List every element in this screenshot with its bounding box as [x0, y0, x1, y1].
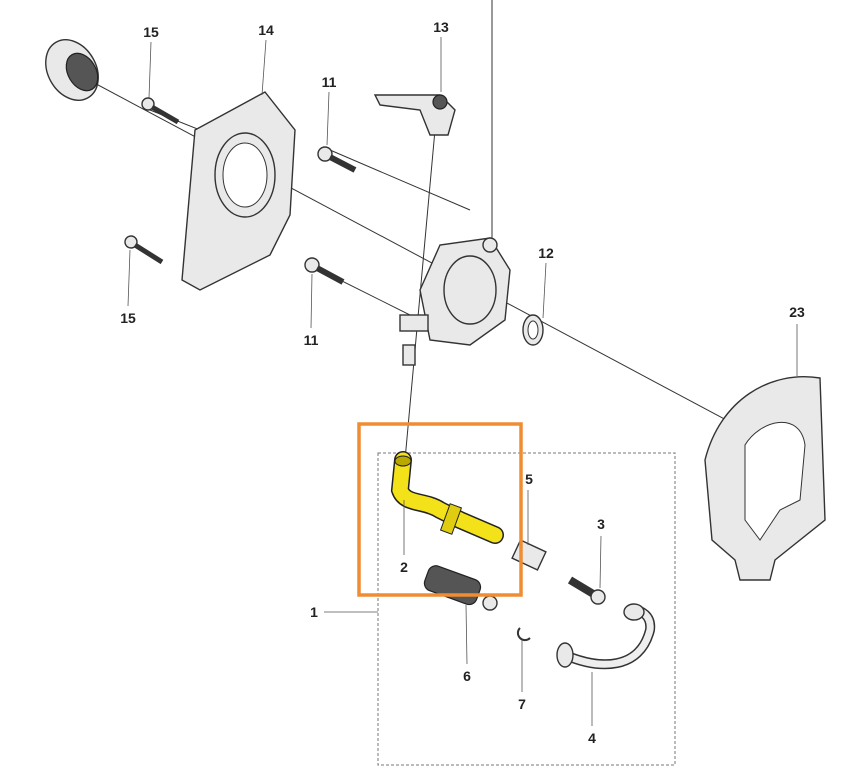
callout-13: 13	[433, 19, 449, 35]
callout-11-top: 11	[322, 74, 337, 90]
callout-2: 2	[400, 559, 408, 575]
callout-4: 4	[588, 730, 596, 746]
axis-line-vertical	[404, 129, 436, 461]
callout-23: 23	[789, 304, 805, 320]
part-11-screw[interactable]	[317, 146, 357, 173]
kit-boundary-box	[377, 452, 676, 766]
part-11-screw-lower[interactable]	[304, 257, 345, 285]
callout-1: 1	[310, 604, 318, 620]
part-15-plug[interactable]	[35, 30, 109, 109]
callout-6: 6	[463, 668, 471, 684]
part-15-screw-lower[interactable]	[124, 235, 164, 265]
highlight-selection-box	[357, 422, 523, 597]
part-13-lever[interactable]	[373, 94, 456, 136]
part-7-clip[interactable]	[516, 627, 531, 642]
callout-12: 12	[538, 245, 554, 261]
leader-lines	[127, 37, 798, 726]
part-3-pin[interactable]	[567, 576, 606, 605]
part-6-filter[interactable]	[422, 564, 498, 611]
callout-7: 7	[518, 696, 526, 712]
callout-5: 5	[525, 471, 533, 487]
oil-pump-housing[interactable]	[399, 237, 511, 366]
part-5-sleeve[interactable]	[511, 539, 547, 571]
callout-15-top: 15	[143, 24, 159, 40]
part-15-screw[interactable]	[141, 97, 180, 125]
part-23-plate[interactable]	[704, 376, 826, 581]
callout-3: 3	[597, 516, 605, 532]
part-12-washer[interactable]	[522, 314, 544, 346]
axis-line-screw	[329, 149, 471, 211]
callout-11-bottom: 11	[304, 332, 319, 348]
part-14-cover[interactable]	[181, 91, 296, 291]
part-4-hose[interactable]	[556, 603, 656, 670]
part-2-hose-highlighted[interactable]	[390, 451, 504, 544]
callout-15-bottom: 15	[120, 310, 136, 326]
callout-14: 14	[258, 22, 274, 38]
